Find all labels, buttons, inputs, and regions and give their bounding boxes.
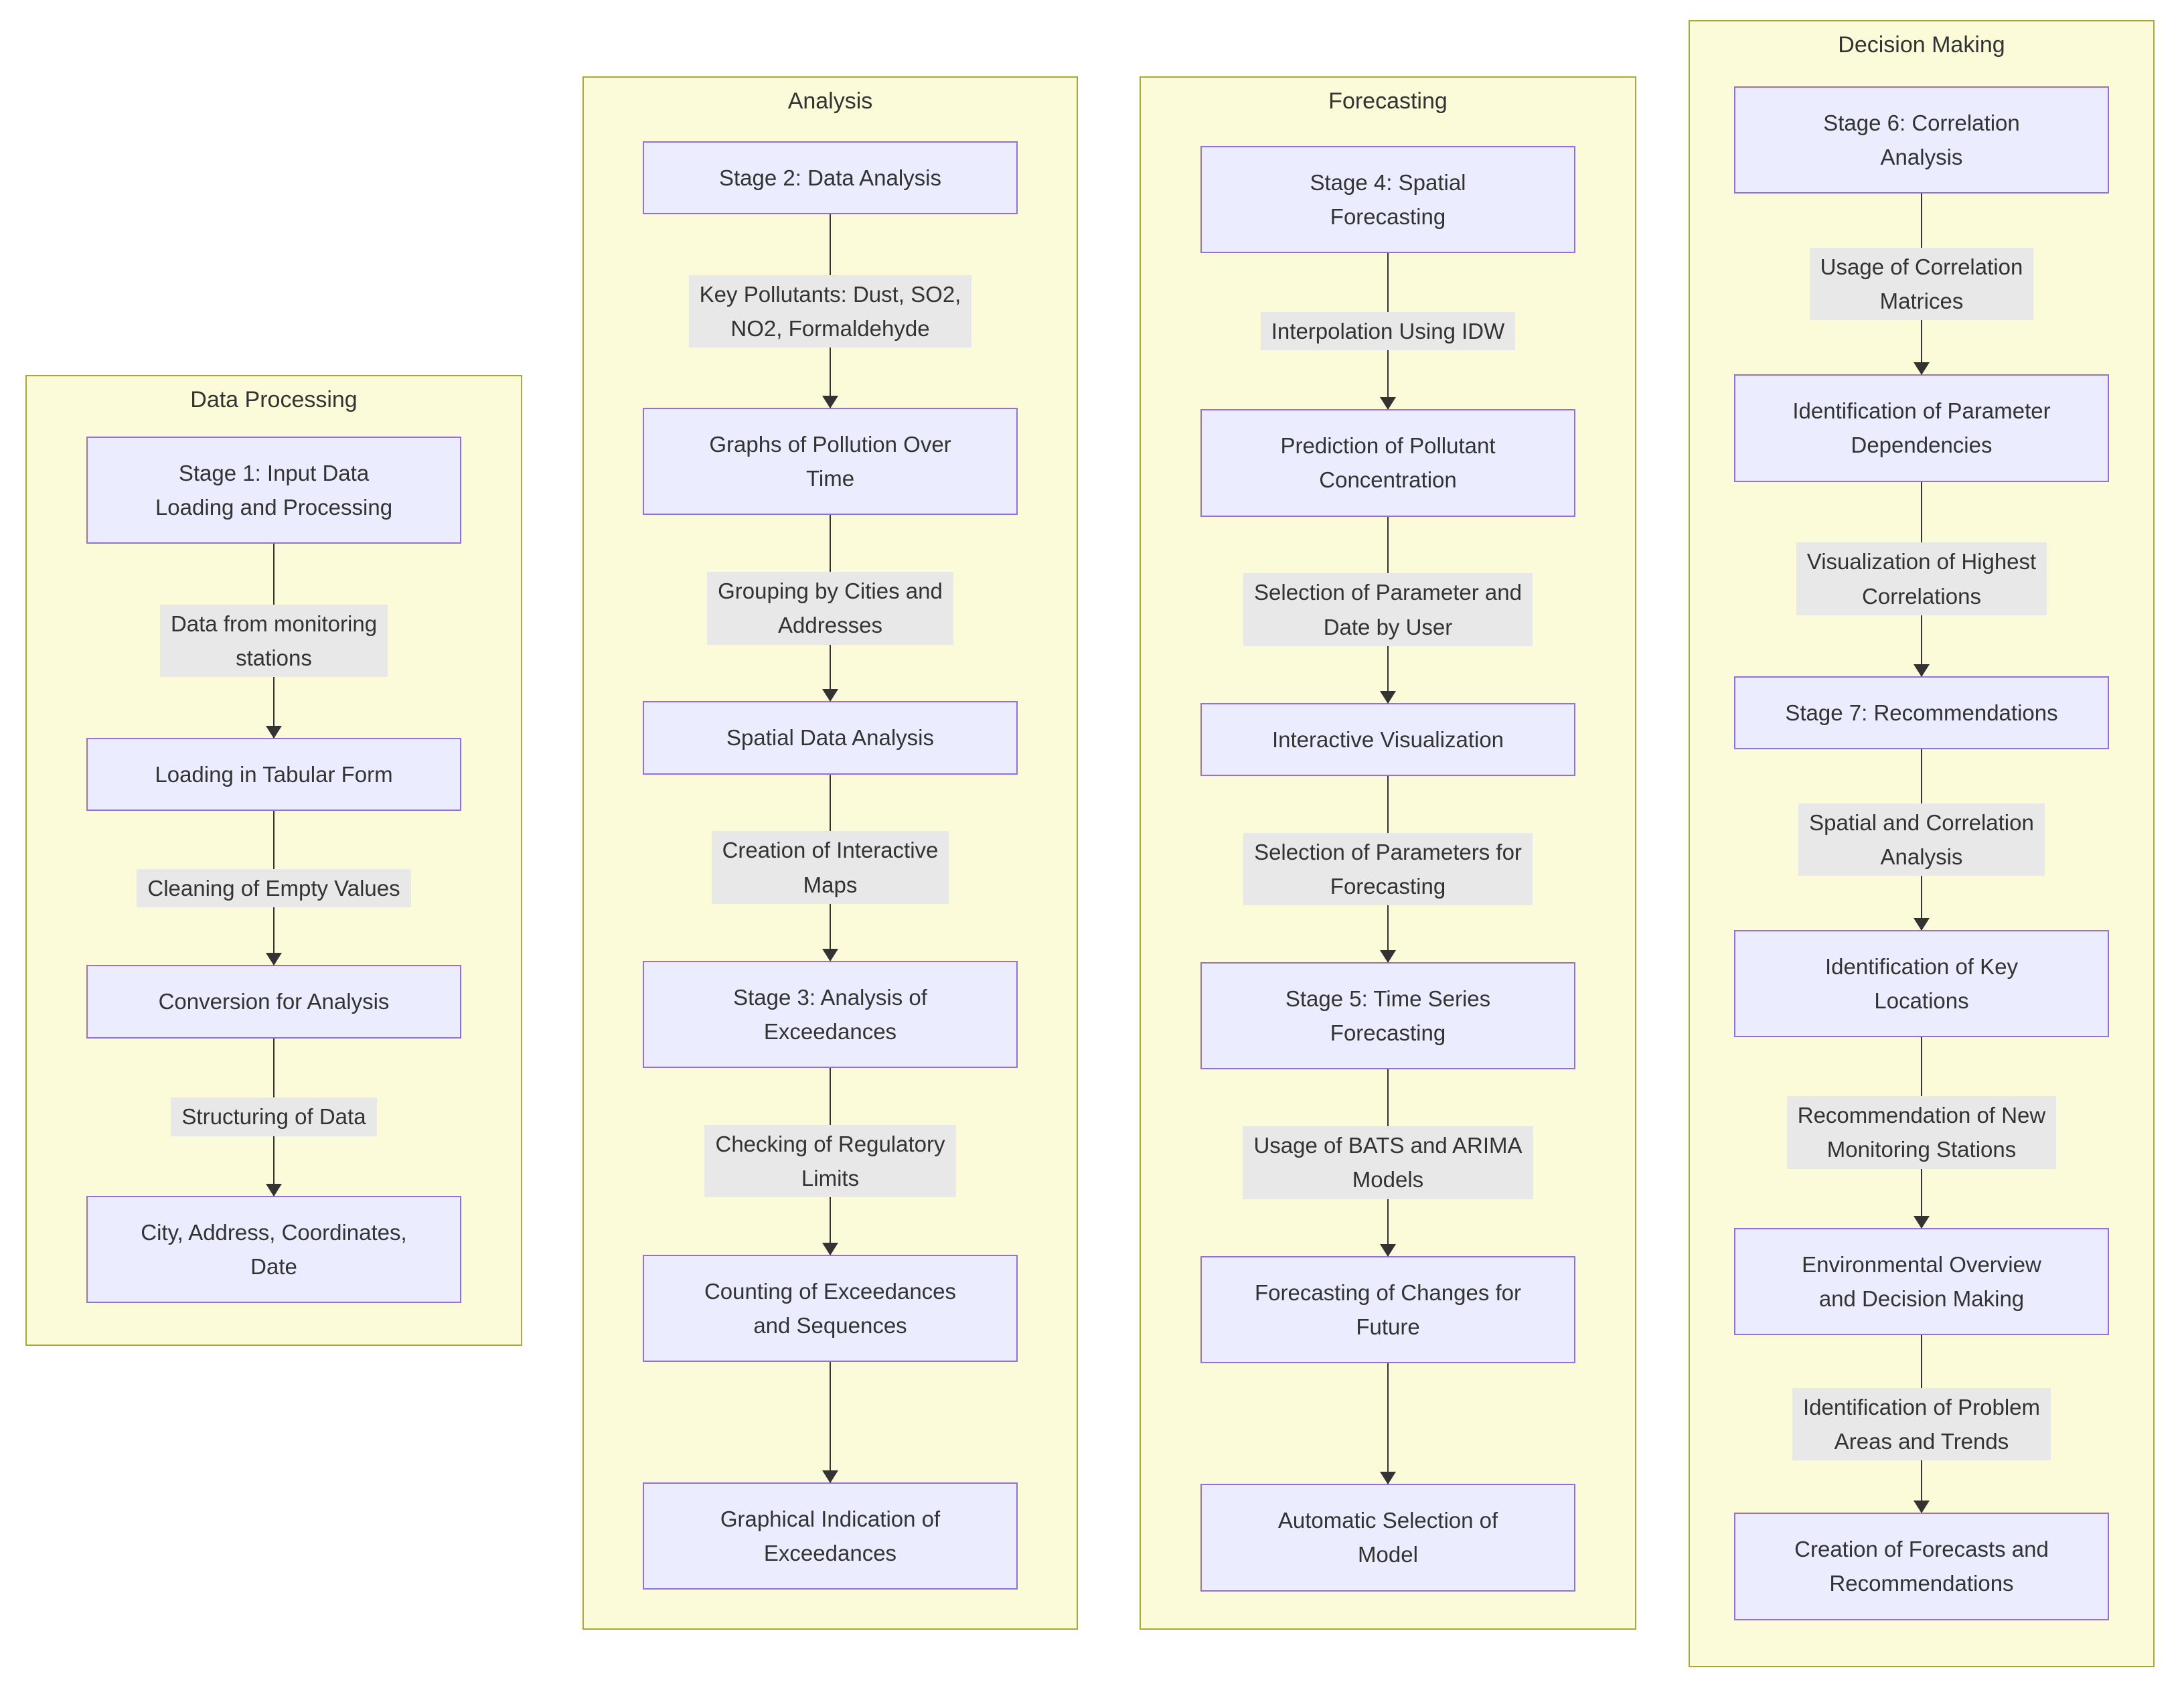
node-stage1-input-data-loading: Stage 1: Input Data Loading and Processi… [86,437,461,544]
arrow-connector: Checking of Regulatory Limits [584,1067,1077,1255]
cluster-title-analysis: Analysis [787,88,873,114]
node-stage3-analysis-of-exceedances: Stage 3: Analysis of Exceedances [643,960,1018,1068]
edge-label-key-pollutants: Key Pollutants: Dust, SO2, NO2, Formalde… [688,275,972,348]
cluster-stack: Stage 4: Spatial Forecasting Interpolati… [1141,78,1635,1592]
node-stage5-time-series-forecasting: Stage 5: Time Series Forecasting [1200,962,1575,1069]
node-conversion-for-analysis: Conversion for Analysis [86,965,461,1039]
node-creation-forecasts-recommendations: Creation of Forecasts and Recommendation… [1734,1513,2109,1620]
cluster-forecasting: Forecasting Stage 4: Spatial Forecasting… [1140,76,1636,1630]
cluster-title-forecasting: Forecasting [1328,88,1448,114]
node-forecasting-changes-future: Forecasting of Changes for Future [1200,1255,1575,1364]
edge-label-recommendation-new-stations: Recommendation of New Monitoring Station… [1786,1096,2057,1169]
edge-label-usage-bats-arima: Usage of BATS and ARIMA Models [1243,1126,1533,1199]
node-graphs-of-pollution-over-time: Graphs of Pollution Over Time [643,408,1018,516]
edge-label-grouping-by-cities: Grouping by Cities and Addresses [707,572,953,645]
arrow-connector: Cleaning of Empty Values [27,811,521,966]
cluster-title-decision-making: Decision Making [1838,32,2005,58]
arrow-connector: Creation of Interactive Maps [584,774,1077,961]
arrow-connector: Recommendation of New Monitoring Station… [1690,1036,2153,1228]
arrow-connector: Visualization of Highest Correlations [1690,481,2153,676]
edge-label-usage-correlation-matrices: Usage of Correlation Matrices [1809,248,2034,321]
arrow-connector: Usage of BATS and ARIMA Models [1141,1069,1635,1256]
cluster-stack: Stage 2: Data Analysis Key Pollutants: D… [584,78,1077,1590]
node-environmental-overview-decision-making: Environmental Overview and Decision Maki… [1734,1227,2109,1336]
cluster-title-data-processing: Data Processing [190,387,358,412]
edge-label-spatial-correlation-analysis: Spatial and Correlation Analysis [1798,803,2045,876]
edge-label-checking-regulatory-limits: Checking of Regulatory Limits [704,1125,956,1198]
edge-label-identification-problem-areas: Identification of Problem Areas and Tren… [1792,1387,2051,1460]
cluster-decision-making: Decision Making Stage 6: Correlation Ana… [1689,20,2155,1667]
arrow-connector [584,1362,1077,1483]
arrow-connector: Usage of Correlation Matrices [1690,194,2153,375]
arrow-connector: Data from monitoring stations [27,544,521,739]
edge-label-selection-parameter-date: Selection of Parameter and Date by User [1243,573,1533,646]
edge-label-selection-parameters-forecasting: Selection of Parameters for Forecasting [1243,832,1533,905]
node-city-address-coordinates-date: City, Address, Coordinates, Date [86,1195,461,1303]
arrow-connector: Interpolation Using IDW [1141,253,1635,410]
node-stage4-spatial-forecasting: Stage 4: Spatial Forecasting [1200,146,1575,254]
edge-label-interpolation-idw: Interpolation Using IDW [1260,312,1516,351]
node-identification-key-locations: Identification of Key Locations [1734,929,2109,1037]
arrow-connector: Key Pollutants: Dust, SO2, NO2, Formalde… [584,214,1077,408]
cluster-data-processing: Data Processing Stage 1: Input Data Load… [25,375,522,1346]
node-automatic-selection-model: Automatic Selection of Model [1200,1484,1575,1592]
node-loading-tabular-form: Loading in Tabular Form [86,738,461,812]
node-stage6-correlation-analysis: Stage 6: Correlation Analysis [1734,86,2109,194]
node-interactive-visualization: Interactive Visualization [1200,702,1575,776]
node-graphical-indication-exceedances: Graphical Indication of Exceedances [643,1482,1018,1590]
arrow-connector: Spatial and Correlation Analysis [1690,749,2153,930]
edge-label-creation-interactive-maps: Creation of Interactive Maps [711,831,949,904]
node-identification-parameter-dependencies: Identification of Parameter Dependencies [1734,374,2109,482]
arrow-connector: Grouping by Cities and Addresses [584,515,1077,702]
arrow-connector: Selection of Parameter and Date by User [1141,516,1635,703]
edge-label-data-from-monitoring: Data from monitoring stations [159,605,388,678]
edge-label-cleaning-empty-values: Cleaning of Empty Values [137,868,411,907]
arrow-connector: Selection of Parameters for Forecasting [1141,775,1635,962]
cluster-analysis: Analysis Stage 2: Data Analysis Key Poll… [582,76,1078,1630]
cluster-stack: Stage 1: Input Data Loading and Processi… [27,376,521,1303]
node-spatial-data-analysis: Spatial Data Analysis [643,701,1018,775]
arrow-connector [1141,1363,1635,1484]
node-prediction-pollutant-concentration: Prediction of Pollutant Concentration [1200,409,1575,517]
node-stage2-data-analysis: Stage 2: Data Analysis [643,141,1018,215]
arrow-connector: Structuring of Data [27,1038,521,1196]
cluster-stack: Stage 6: Correlation Analysis Usage of C… [1690,21,2153,1620]
node-stage7-recommendations: Stage 7: Recommendations [1734,676,2109,749]
edge-label-structuring-of-data: Structuring of Data [171,1097,377,1136]
arrow-connector: Identification of Problem Areas and Tren… [1690,1335,2153,1513]
edge-label-visualization-highest-correlations: Visualization of Highest Correlations [1796,542,2047,615]
node-counting-of-exceedances: Counting of Exceedances and Sequences [643,1254,1018,1363]
